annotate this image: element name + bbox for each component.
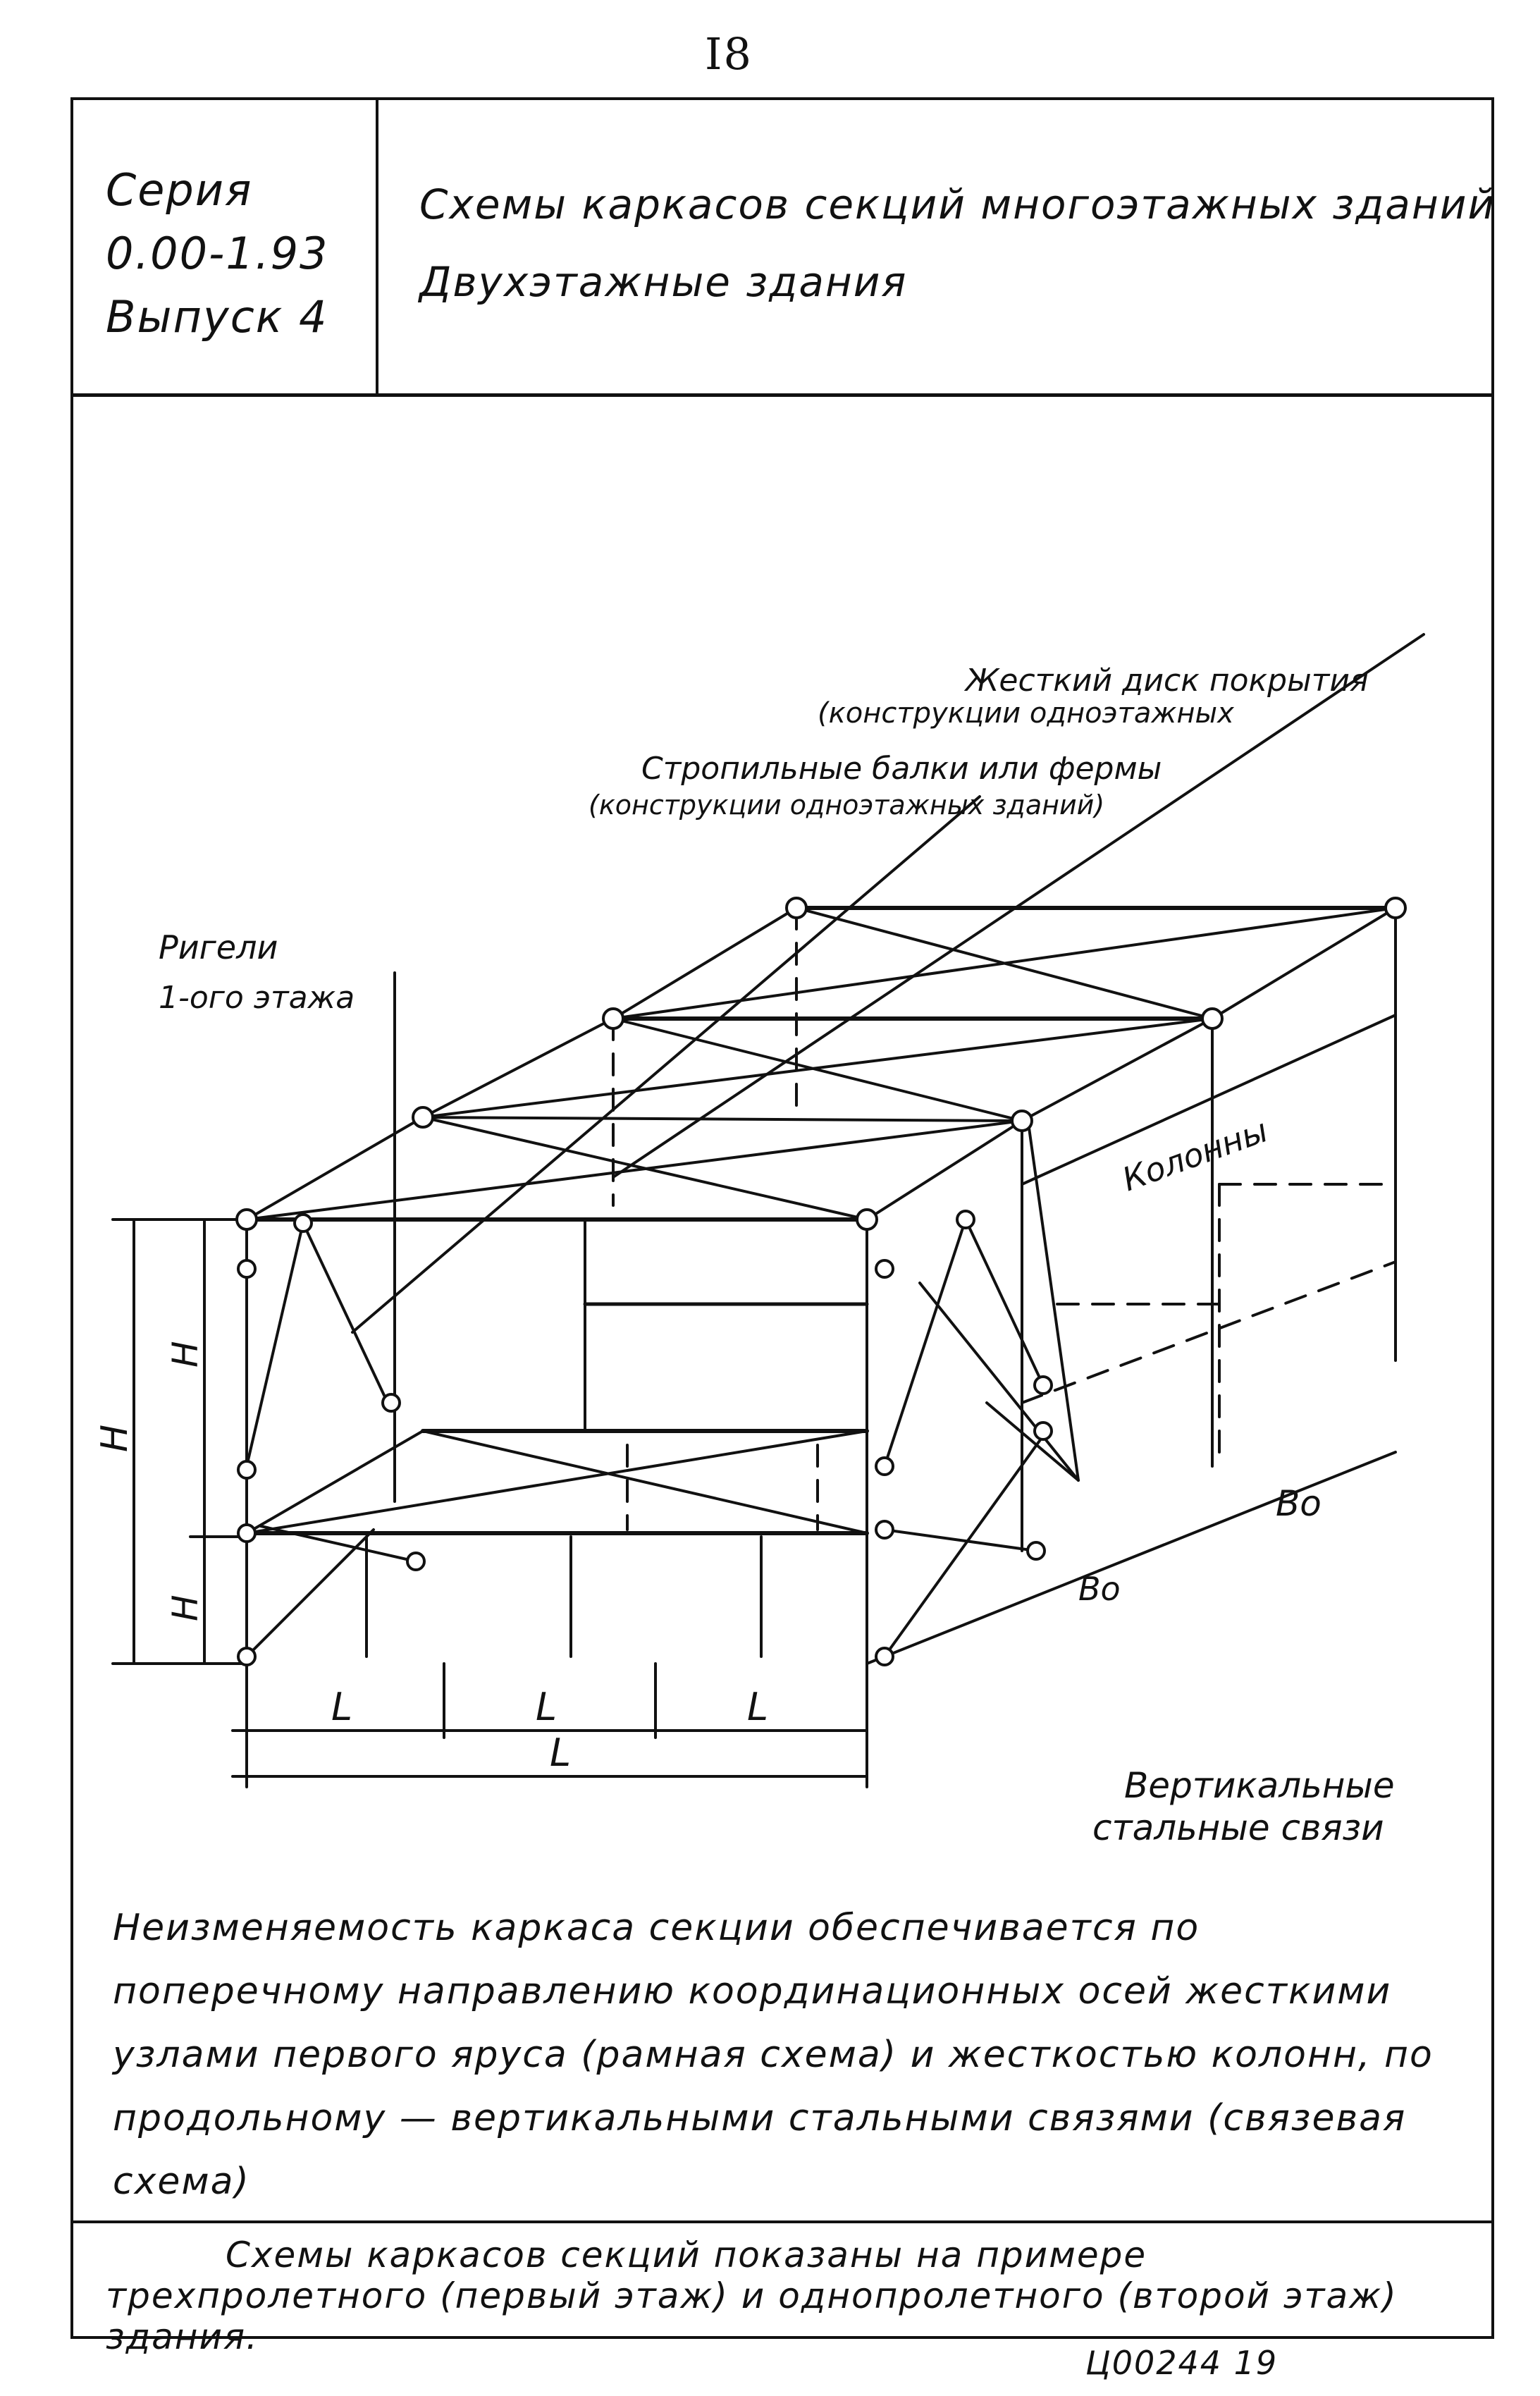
series-code: 0.00-1.93 [106, 228, 329, 279]
rafters-label: Стропильные балки или фермы [641, 751, 1162, 787]
document-title: Схемы каркасов секций многоэтажных здани… [419, 180, 1496, 228]
bracing-label-1: Вертикальные [1124, 1765, 1395, 1806]
bracing-label-2: стальные связи [1092, 1807, 1384, 1847]
sheet-code: Ц00244 19 [1085, 2344, 1279, 2382]
series-label: Серия [106, 164, 253, 216]
dim-l0-span-1: L [331, 1685, 352, 1729]
dim-h0: H [94, 1425, 136, 1452]
issue-number: Выпуск 4 [106, 291, 328, 343]
title-block-divider [70, 393, 1494, 397]
roof-disk-note: (конструкции одноэтажных [818, 697, 1234, 730]
dim-l0-span-2: L [536, 1685, 557, 1729]
footnote-divider [70, 2220, 1494, 2223]
title-block: Схемы каркасов секций многоэтажных здани… [419, 166, 1496, 321]
girders-label: Ригели [159, 928, 278, 966]
girders-floor-label: 1-ого этажа [159, 980, 355, 1016]
roof-disk-label: Жесткий диск покрытия [963, 663, 1368, 699]
footnote-text: Схемы каркасов секций показаны на пример… [106, 2235, 1398, 2357]
page-number: I8 [705, 28, 753, 80]
dim-b0-lower: Bo [1078, 1570, 1121, 1608]
dim-l0-span-3: L [747, 1685, 768, 1729]
columns-label: Колонны [1117, 1111, 1272, 1198]
dim-h0-upper: H [165, 1341, 206, 1368]
title-block-column-divider [376, 97, 378, 393]
dim-l0-total: L [550, 1731, 571, 1775]
dim-b0: Bo [1276, 1483, 1322, 1524]
rafters-note: (конструкции одноэтажных зданий) [589, 790, 1104, 821]
frame-scheme-drawing: Жесткий диск покрытия (конструкции одноэ… [94, 633, 1425, 1847]
series-block: Серия 0.00-1.93 Выпуск 4 [106, 159, 328, 349]
description-text: Неизменяемость каркаса секции обеспечива… [113, 1907, 1434, 2203]
document-subtitle: Двухэтажные здания [419, 258, 908, 306]
dim-h0-lower: H [165, 1595, 206, 1621]
sheet-frame [70, 97, 1494, 2339]
